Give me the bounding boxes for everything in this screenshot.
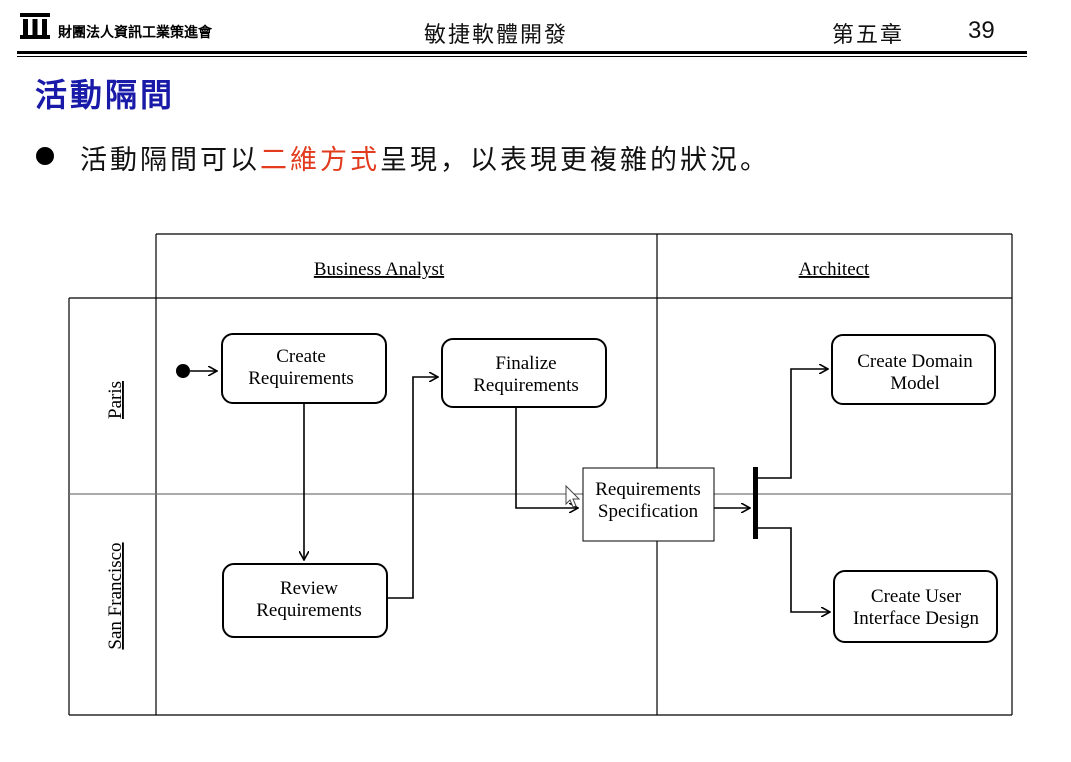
bullet-text-after: 呈現，以表現更複雜的狀況。 xyxy=(380,145,770,176)
object-node-requirements-specification xyxy=(582,467,715,542)
column-header-architect: Architect xyxy=(799,259,870,280)
mouse-cursor-icon xyxy=(565,484,581,508)
activity-create-domain-model-line1: Create Domain xyxy=(857,351,973,372)
object-node-line1: Requirements xyxy=(595,479,701,500)
initial-node xyxy=(176,364,190,378)
flow-fork-to-domain-model xyxy=(758,369,828,479)
bullet-text-highlight: 二維方式 xyxy=(260,145,380,176)
header-rule-thin xyxy=(17,56,1027,57)
flow-review-to-finalize xyxy=(387,377,438,599)
activity-create-domain-model xyxy=(831,334,996,405)
bullet-text-before: 活動隔間可以 xyxy=(80,145,260,176)
row-header-paris: Paris xyxy=(105,381,126,419)
activity-create-domain-model-line2: Model xyxy=(890,373,940,394)
flow-finalize-to-spec xyxy=(515,407,578,508)
activity-finalize-requirements-line1: Finalize xyxy=(495,353,556,374)
flow-fork-to-ui-design xyxy=(758,527,830,612)
activity-finalize-requirements xyxy=(441,338,607,408)
activity-review-requirements-line2: Requirements xyxy=(256,600,362,621)
object-node-line2: Specification xyxy=(598,501,699,522)
activity-review-requirements-line1: Review xyxy=(280,578,338,599)
bullet-text: 活動隔間可以二維方式呈現，以表現更複雜的狀況。 xyxy=(80,138,770,177)
slide-header: 財團法人資訊工業策進會 敏捷軟體開發 第五章 39 xyxy=(0,0,1071,55)
activity-create-ui-design xyxy=(833,570,998,643)
header-rule-thick xyxy=(17,51,1027,54)
slide-title: 活動隔間 xyxy=(35,76,176,114)
activity-create-ui-design-line1: Create User xyxy=(871,586,962,607)
bullet-dot-icon xyxy=(36,147,54,165)
building-logo-icon xyxy=(20,13,50,39)
activity-create-requirements-line1: Create xyxy=(276,346,326,367)
course-title: 敏捷軟體開發 xyxy=(424,23,569,48)
chapter-label: 第五章 xyxy=(832,23,905,48)
column-header-business-analyst: Business Analyst xyxy=(314,259,445,280)
page-number: 39 xyxy=(968,17,995,44)
fork-bar xyxy=(753,467,758,539)
row-header-san-francisco: San Francisco xyxy=(105,542,126,649)
activity-finalize-requirements-line2: Requirements xyxy=(473,375,579,396)
activity-review-requirements xyxy=(222,563,388,638)
activity-create-requirements-line2: Requirements xyxy=(248,368,354,389)
swimlane-grid xyxy=(68,233,1013,716)
org-name: 財團法人資訊工業策進會 xyxy=(58,25,212,41)
activity-create-ui-design-line2: Interface Design xyxy=(853,608,980,629)
